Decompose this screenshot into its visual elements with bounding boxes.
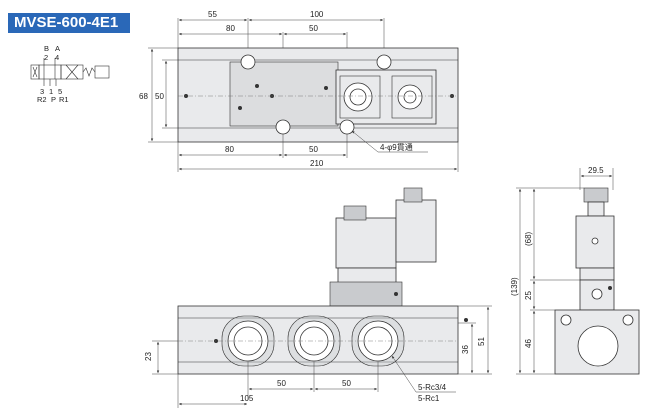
symbol-label-b: B — [44, 44, 49, 53]
symbol-number-2: 2 — [44, 53, 48, 62]
dim-210: 210 — [310, 159, 324, 168]
top-view-connector-ring-inner — [403, 90, 417, 104]
front-connector — [395, 199, 437, 263]
dim-55: 55 — [208, 10, 217, 19]
front-solenoid-coil — [335, 217, 397, 269]
through-hole-1 — [240, 54, 256, 70]
top-view-coil-ring-inner — [349, 88, 367, 106]
solenoid-icon — [32, 66, 38, 78]
top-view-dot-2 — [255, 84, 259, 88]
dim-80-top: 80 — [226, 24, 235, 33]
front-dot-right — [464, 318, 468, 322]
side-coil-screw — [591, 237, 599, 245]
symbol-number-5: 5 — [58, 87, 62, 96]
side-port — [577, 325, 619, 367]
side-bolt-left — [560, 314, 572, 326]
symbol-number-4: 4 — [55, 53, 59, 62]
top-view-coil — [339, 75, 381, 119]
top-view-manifold — [229, 61, 339, 127]
top-view-dot-5 — [324, 86, 328, 90]
dim-50-bottom: 50 — [309, 145, 318, 154]
dim-50-a: 50 — [277, 379, 286, 388]
dim-46: 46 — [524, 339, 533, 348]
dim-80-bottom: 80 — [225, 145, 234, 154]
model-title: MVSE-600-4E1 — [8, 13, 130, 33]
side-view: 29.5 (68) (139) 25 46 — [510, 166, 640, 375]
dim-23: 23 — [144, 352, 153, 361]
front-connector-top — [403, 187, 423, 203]
symbol-number-1: 1 — [49, 87, 53, 96]
top-view: 55 100 80 50 68 50 — [139, 10, 459, 172]
dim-139: (139) — [510, 277, 519, 296]
through-hole-3 — [275, 119, 291, 135]
symbol-label-r2: R2 — [37, 95, 47, 104]
port-note-1: 5-Rc3/4 — [418, 383, 447, 392]
front-solenoid-base — [329, 281, 403, 307]
spring-icon — [82, 67, 96, 77]
front-solenoid-cap — [343, 205, 367, 221]
valve-symbol: B A 2 4 3 1 5 R2 P R1 — [30, 44, 110, 104]
symbol-label-r1: R1 — [59, 95, 69, 104]
symbol-valve-box-1 — [38, 64, 62, 80]
top-view-connector — [391, 75, 433, 119]
hole-note: 4-φ9貫通 — [380, 142, 413, 152]
through-hole-4 — [339, 119, 355, 135]
side-bolt-right — [622, 314, 634, 326]
port-note-2: 5-Rc1 — [418, 394, 440, 403]
dim-100: 100 — [310, 10, 324, 19]
dim-50-b: 50 — [342, 379, 351, 388]
port-2 — [287, 315, 341, 367]
front-screw-dot — [394, 292, 398, 296]
dim-51: 51 — [477, 337, 486, 346]
side-upper-bolt — [591, 288, 603, 300]
symbol-label-a: A — [55, 44, 60, 53]
dim-68-side: (68) — [524, 231, 533, 246]
side-connector-cap — [583, 187, 609, 203]
dim-50-side: 50 — [155, 92, 164, 101]
side-coil-neck — [579, 267, 615, 281]
dim-36: 36 — [461, 345, 470, 354]
through-hole-2 — [376, 54, 392, 70]
symbol-number-3: 3 — [40, 87, 44, 96]
dim-68: 68 — [139, 92, 148, 101]
symbol-ports — [43, 58, 57, 86]
dim-50-top: 50 — [309, 24, 318, 33]
flow-arrow-icon — [43, 64, 79, 80]
dim-105: 105 — [240, 394, 254, 403]
side-dot — [608, 286, 612, 290]
symbol-label-p: P — [51, 95, 56, 104]
dim-29-5: 29.5 — [588, 166, 604, 175]
side-connector-neck — [587, 201, 605, 217]
symbol-spring-box — [94, 65, 110, 79]
front-view: 23 36 51 50 50 105 5-Rc3/4 5-Rc1 — [144, 187, 492, 408]
top-view-dot-4 — [238, 106, 242, 110]
dim-25: 25 — [524, 291, 533, 300]
